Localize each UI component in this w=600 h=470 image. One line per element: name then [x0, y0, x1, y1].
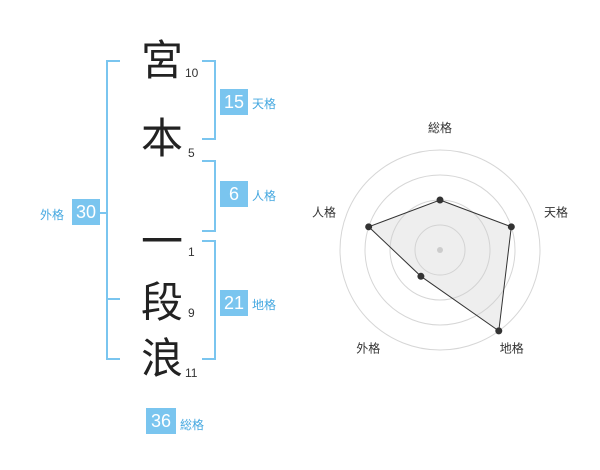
name-char-3: 一	[141, 217, 184, 266]
stroke-count-1: 10	[185, 66, 199, 80]
soukaku-label: 総格	[180, 418, 205, 432]
radar-ring-4	[339, 149, 541, 351]
radar-axis-label-3: 地格	[500, 341, 524, 356]
radar-ring-1	[414, 224, 466, 276]
radar-axis-label-4: 外格	[356, 341, 380, 356]
gaikaku-connector	[98, 212, 108, 214]
tenkaku-badge: 15	[220, 89, 248, 115]
jinkaku-label: 人格	[252, 189, 277, 203]
gaikaku-label: 外格	[40, 208, 65, 222]
stroke-count-5: 11	[185, 366, 198, 380]
radar-point-1	[436, 196, 444, 204]
radar-axis-label-2: 天格	[544, 204, 568, 219]
jinkaku-badge: 6	[220, 181, 248, 207]
radar-center	[437, 247, 443, 253]
radar-axis-label-1: 総格	[428, 120, 452, 135]
gaikaku-bracket	[106, 60, 120, 360]
radar-point-4	[417, 272, 425, 280]
name-char-1: 宮	[141, 36, 184, 85]
radar-point-2	[507, 223, 515, 231]
chikaku-label: 地格	[252, 298, 277, 312]
stroke-count-3: 1	[188, 245, 195, 259]
chikaku-badge: 21	[220, 290, 248, 316]
stroke-count-4: 9	[188, 306, 195, 320]
name-char-5: 浪	[141, 334, 184, 383]
gaikaku-bracket-tick	[106, 298, 120, 300]
radar-point-5	[365, 223, 373, 231]
radar-ring-3	[364, 174, 516, 326]
radar-ring-2	[389, 199, 491, 301]
tenkaku-bracket	[202, 60, 216, 140]
tenkaku-label: 天格	[252, 97, 277, 111]
jinkaku-bracket	[202, 160, 216, 232]
gaikaku-badge: 30	[72, 199, 100, 225]
radar-series-area	[367, 199, 512, 332]
name-char-2: 本	[141, 114, 184, 163]
radar-point-3	[495, 327, 503, 335]
chikaku-bracket	[202, 240, 216, 360]
radar-axis-label-5: 人格	[312, 204, 336, 219]
soukaku-badge: 36	[146, 408, 176, 434]
stroke-count-2: 5	[188, 146, 195, 160]
name-char-4: 段	[141, 278, 184, 327]
